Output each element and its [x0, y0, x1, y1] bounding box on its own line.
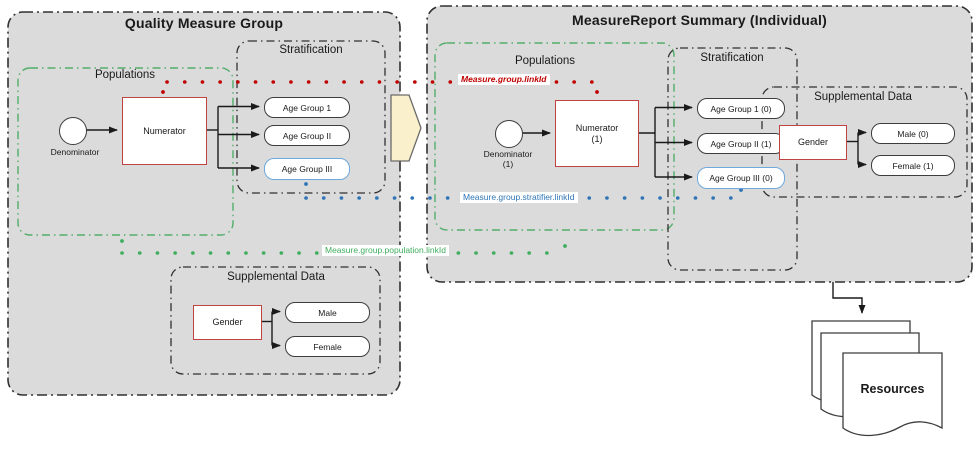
right-supplemental-label: Supplemental Data [814, 91, 912, 103]
left-age-group-2-pill: Age Group II [264, 125, 350, 146]
right-age-group-1-pill: Age Group 1 (0) [697, 98, 785, 119]
resources-stack [811, 320, 943, 437]
right-denominator-label: Denominator (1) [468, 149, 548, 169]
left-female-pill: Female [285, 336, 370, 357]
document-page-middle [820, 332, 920, 418]
left-populations-label: Populations [94, 69, 156, 81]
right-age-group-2-pill: Age Group II (1) [697, 133, 785, 154]
right-numerator-count: (1) [591, 133, 603, 144]
left-gender-box: Gender [193, 305, 262, 340]
right-populations-label: Populations [514, 55, 576, 67]
right-gender-box: Gender [779, 125, 847, 160]
left-stratification-label: Stratification [279, 44, 343, 56]
right-denominator-count: (1) [502, 159, 514, 169]
flow-arrow-icon [390, 94, 422, 162]
right-numerator-box: Numerator (1) [555, 100, 639, 167]
left-denominator-label: Denominator [50, 147, 100, 157]
left-denominator-circle [59, 117, 87, 145]
left-numerator-box: Numerator [122, 97, 207, 165]
right-stratification-label: Stratification [700, 52, 764, 64]
left-age-group-1-pill: Age Group 1 [264, 97, 350, 118]
right-age-group-3-pill: Age Group III (0) [697, 167, 785, 189]
left-age-group-3-pill: Age Group III [264, 158, 350, 180]
resources-label: Resources [860, 382, 925, 396]
right-denominator-circle [495, 120, 523, 148]
measure-group-linkid-label: Measure.group.linkId [458, 74, 550, 85]
measure-group-population-linkid-label: Measure.group.population.linkId [322, 245, 449, 256]
right-female-pill: Female (1) [871, 155, 955, 176]
right-male-pill: Male (0) [871, 123, 955, 144]
quality-measure-group-title: Quality Measure Group [124, 15, 284, 31]
left-supplemental-label: Supplemental Data [227, 271, 325, 283]
right-numerator-text: Numerator [575, 122, 619, 133]
right-stratification-box [667, 47, 798, 271]
measure-group-stratifier-linkid-label: Measure.group.stratifier.linkId [460, 192, 578, 203]
left-male-pill: Male [285, 302, 370, 323]
measurereport-summary-title: MeasureReport Summary (Individual) [572, 12, 827, 28]
right-denominator-text: Denominator [483, 149, 533, 159]
